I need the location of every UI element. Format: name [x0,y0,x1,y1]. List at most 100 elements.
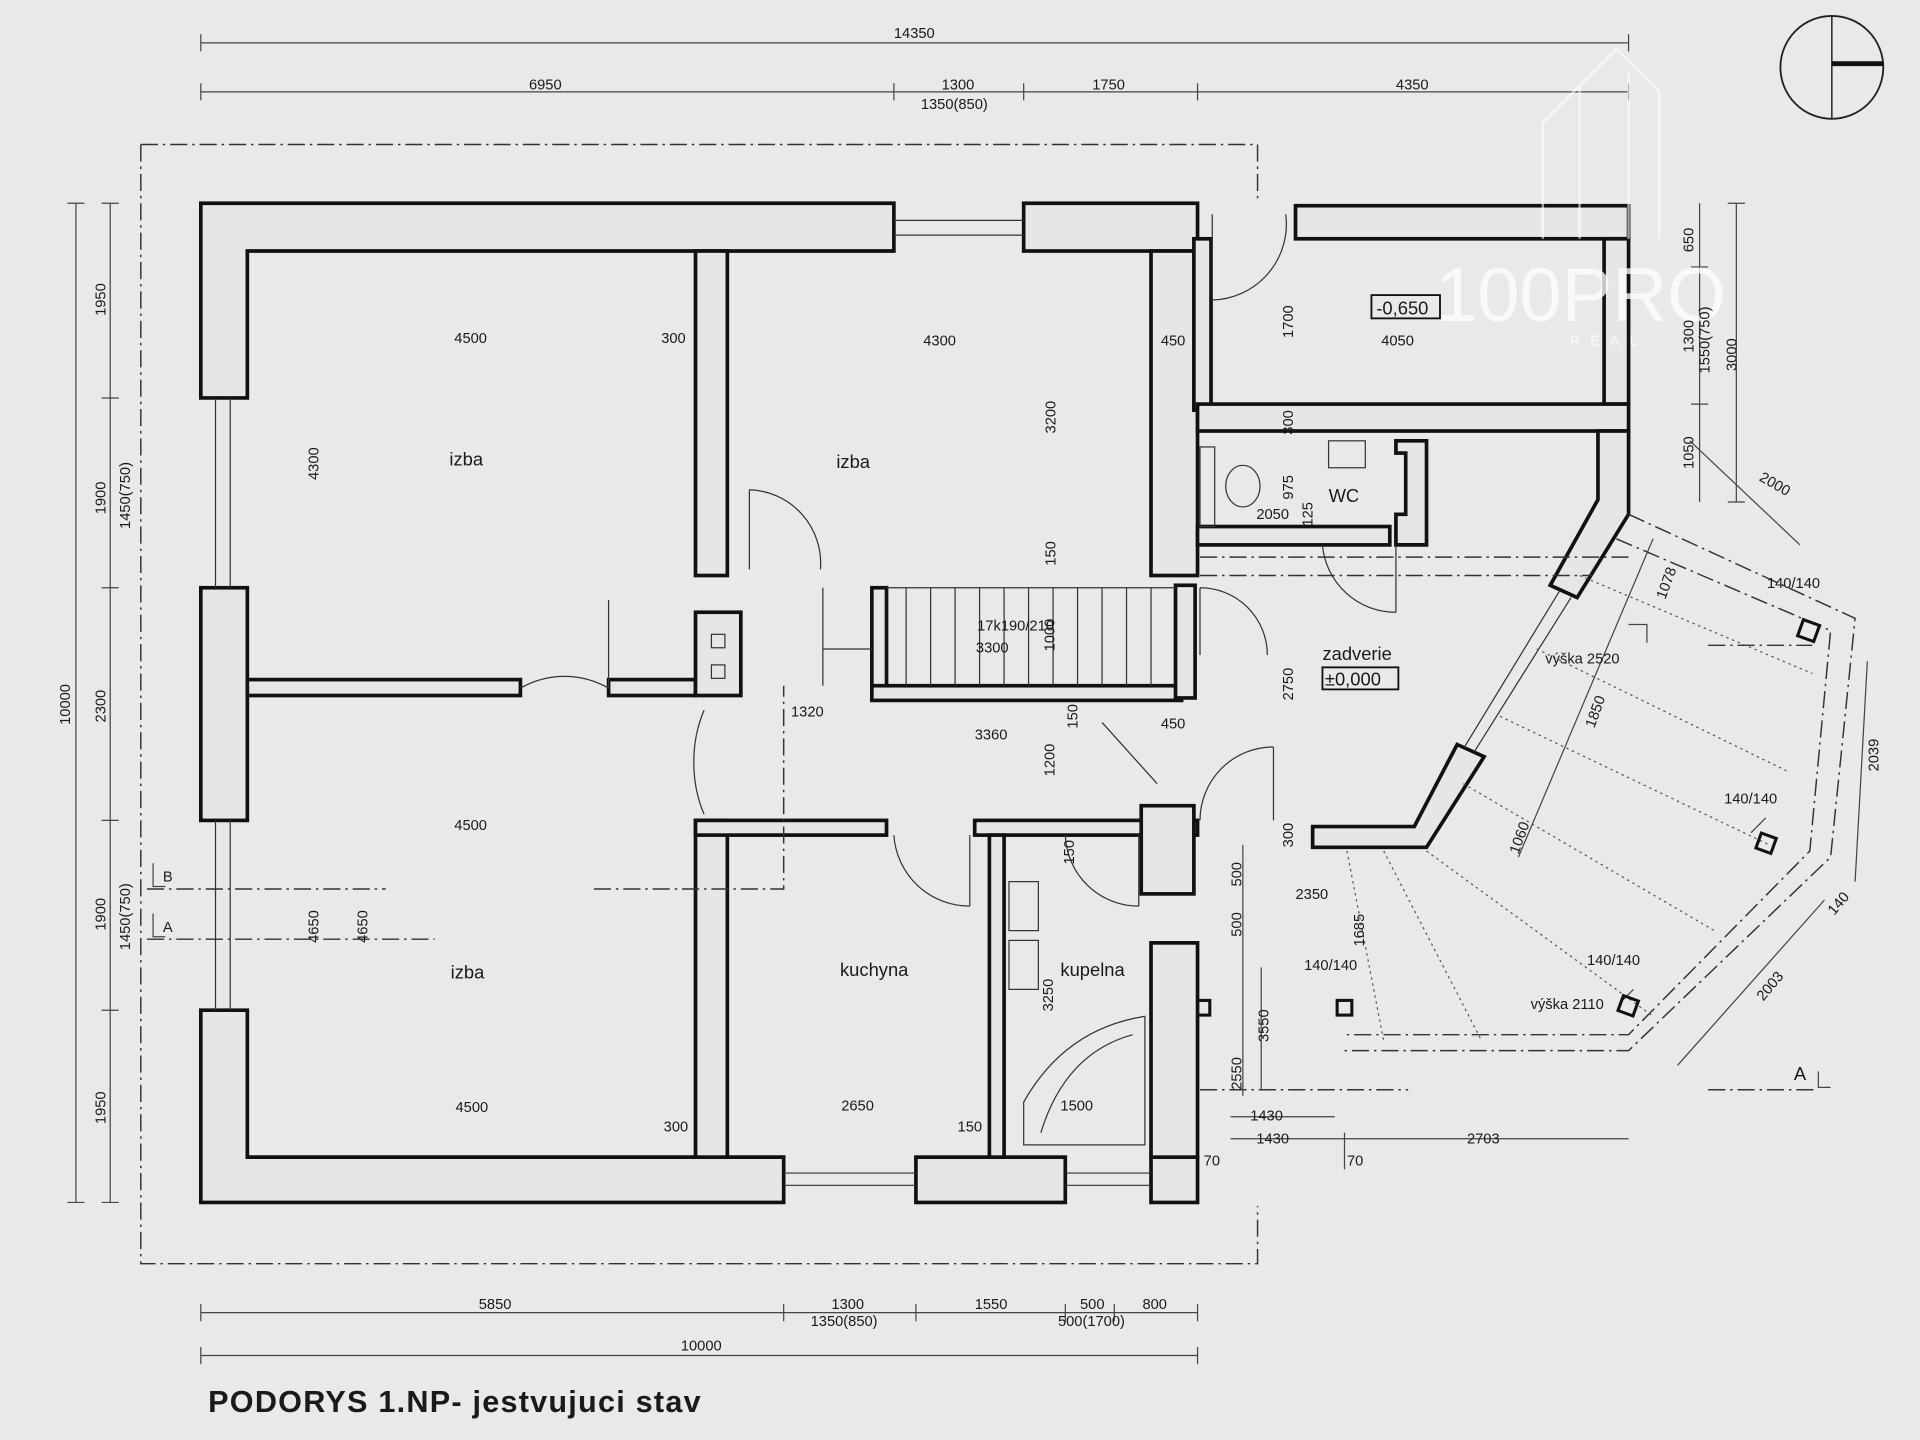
dimension-label: 3300 [976,641,1009,657]
drawing-title: PODORYS 1.NP- jestvujuci stav [208,1385,702,1419]
room-label-izba: izba [449,448,483,469]
dimension-label: 2750 [1281,668,1297,701]
dimension-label: 1700 [1281,305,1297,338]
section-mark-b: B [163,870,173,886]
dim-label: 1750 [1092,77,1125,93]
room-label-wc: WC [1329,485,1360,506]
dimension-label: 3250 [1041,979,1057,1012]
dimension-label: výška 2520 [1545,652,1619,668]
dimension-label: 140/140 [1724,791,1777,807]
dim-total-width: 14350 [894,26,935,42]
dimension-label: 450 [1161,333,1186,349]
dimension-label: 4650 [355,910,371,943]
dimension-label: 125 [1301,502,1317,527]
dimension-label: výška 2110 [1531,997,1604,1013]
dimension-label: 300 [1281,823,1297,848]
dim-label: 1950 [93,283,109,316]
dimension-label: 4650 [306,910,322,943]
dim-label: 1450(750) [118,462,134,529]
dimension-label: 1430 [1256,1132,1289,1148]
dimension-label: 2039 [1866,739,1882,772]
dimension-label: 140/140 [1304,958,1357,974]
dim-label: 1300 [942,77,975,93]
dimension-label: 4050 [1381,333,1414,349]
room-label-izba: izba [836,451,870,472]
dimension-label: 1320 [791,704,824,720]
dimension-label: 1200 [1042,744,1058,777]
dimension-label: 2703 [1467,1132,1500,1148]
dimension-label: 1000 [1042,619,1058,652]
dim-label: 1350(850) [921,97,988,113]
watermark-brand: 100PRO [1435,253,1726,338]
dim-label: 800 [1142,1297,1167,1313]
dim-label: 6950 [529,77,562,93]
dimension-label: 150 [1066,704,1082,729]
dimension-label: 2650 [841,1099,874,1115]
dimension-label: 70 [1347,1154,1363,1170]
dim-label: 1300 [1681,320,1697,353]
dimension-label: 4500 [456,1100,489,1116]
dimension-label: 4300 [306,447,322,480]
dimension-label: 3550 [1257,1009,1273,1042]
dimension-label: 3360 [975,728,1008,744]
dim-label: 2300 [93,690,109,723]
dim-total-depth: 10000 [681,1339,722,1355]
roof-outline [140,143,1259,1265]
section-mark-a: A [163,920,173,936]
section-mark-a-right: A [1794,1063,1807,1084]
watermark-sub: REAL [1570,333,1648,349]
dimension-label: 140/140 [1767,576,1820,592]
dim-label: 500(1700) [1058,1314,1125,1330]
dimension-label: 4500 [454,331,487,347]
level-hall: ±0,000 [1325,669,1381,690]
dimension-label: 150 [1062,840,1078,865]
dimension-label: 2050 [1256,507,1289,523]
dim-label: 1350(850) [811,1314,878,1330]
dim-label: 650 [1681,228,1697,253]
dimension-label: 4300 [923,333,956,349]
dimension-label: 3200 [1044,401,1060,434]
section-and-canopy-lines [146,440,1868,1091]
watermark-logo: 100PRO REAL [1435,47,1726,349]
dimension-label: 140/140 [1587,953,1640,969]
dimension-label: 450 [1161,717,1186,733]
dimension-label: 70 [1204,1154,1220,1170]
dimension-label: 300 [661,331,686,347]
dimension-label: 975 [1281,475,1297,500]
dimension-label: 2350 [1296,887,1329,903]
dim-label: 1050 [1681,436,1697,469]
dim-label: 1950 [93,1091,109,1124]
north-arrow-icon [1779,15,1885,120]
dim-label: 1300 [831,1297,864,1313]
dimension-label: 17k190/210 [977,619,1054,635]
dimension-label: 150 [958,1119,983,1135]
dim-label: 4350 [1396,77,1429,93]
dimension-label: 150 [1044,541,1060,566]
dimension-label: 1500 [1060,1099,1093,1115]
dim-label: 5850 [479,1297,512,1313]
dimension-label: 1430 [1250,1108,1283,1124]
dim-label: 3000 [1724,338,1740,371]
dim-label: 1550 [975,1297,1008,1313]
room-label-izba: izba [451,961,485,982]
inner-dimensions: 4500 300 4300 4300 3200 450 150 1700 405… [306,305,1499,1169]
dimension-label: 1685 [1352,914,1368,947]
dim-label: 1550(750) [1697,307,1713,374]
dimension-lines [67,34,1745,1365]
dim-label: 1900 [93,898,109,931]
walls [198,201,1631,1205]
dim-label: 500 [1080,1297,1105,1313]
dim-label: 1900 [93,482,109,515]
dimension-label: 500 [1230,862,1246,887]
dim-label: 10000 [58,684,74,725]
dimension-label: 4500 [454,818,487,834]
dimension-label: 300 [664,1119,689,1135]
dimension-label: 2550 [1230,1057,1246,1090]
level-storage: -0,650 [1376,298,1428,319]
room-label-kupelna: kupelna [1060,959,1125,980]
dimension-label: 300 [1281,410,1297,435]
dimension-label: 500 [1230,912,1246,937]
room-label-zadverie: zadverie [1322,643,1391,664]
dim-label: 1450(750) [118,883,134,950]
